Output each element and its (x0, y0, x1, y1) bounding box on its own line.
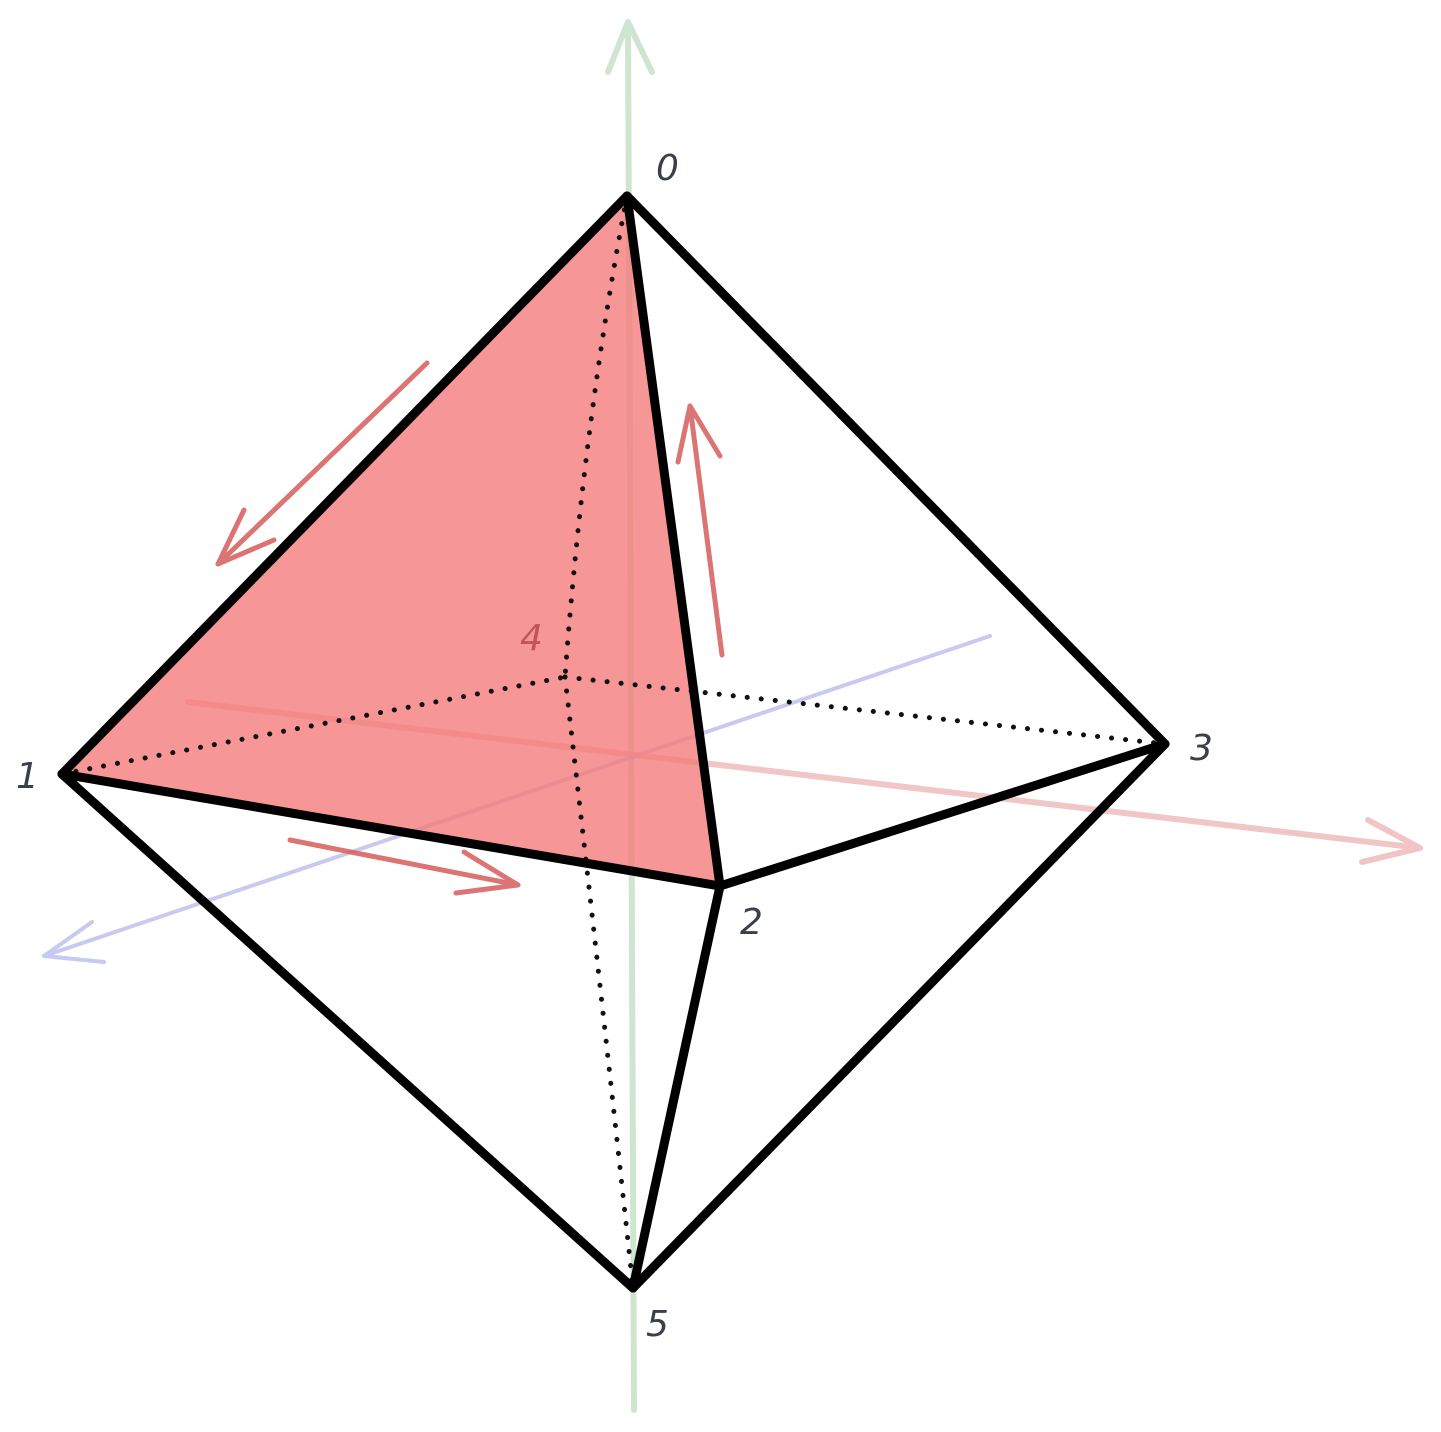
orientation-arrows (215, 360, 725, 896)
edge-2-3 (715, 739, 1170, 891)
edge-2-5 (628, 881, 725, 1293)
edge-1-5 (57, 769, 638, 1293)
edge-0-2 (622, 191, 725, 891)
vertex-label-3: 3 (1190, 728, 1213, 769)
edge-4-3 (562, 674, 1168, 747)
edge-0-3 (622, 191, 1170, 749)
arrow-0-to-1 (215, 360, 430, 567)
vertex-label-2: 2 (740, 902, 763, 943)
edge-4-5 (562, 674, 636, 1291)
highlighted-face-0-1-2 (62, 196, 720, 886)
vertex-label-0: 0 (656, 148, 679, 189)
edge-1-4 (59, 674, 568, 777)
vertex-label-4: 4 (520, 618, 543, 659)
arrow-2-to-0 (675, 403, 725, 658)
vertex-label-1: 1 (16, 756, 39, 797)
hidden-edges (59, 193, 1168, 1291)
visible-edges (57, 191, 1170, 1293)
arrow-1-to-2 (287, 837, 521, 896)
edge-0-1 (57, 191, 632, 779)
edge-3-5 (628, 739, 1170, 1293)
vertex-labels: 0 1 2 3 4 5 (16, 148, 1213, 1345)
vertex-label-5: 5 (646, 1304, 669, 1345)
edge-1-2 (57, 769, 725, 891)
